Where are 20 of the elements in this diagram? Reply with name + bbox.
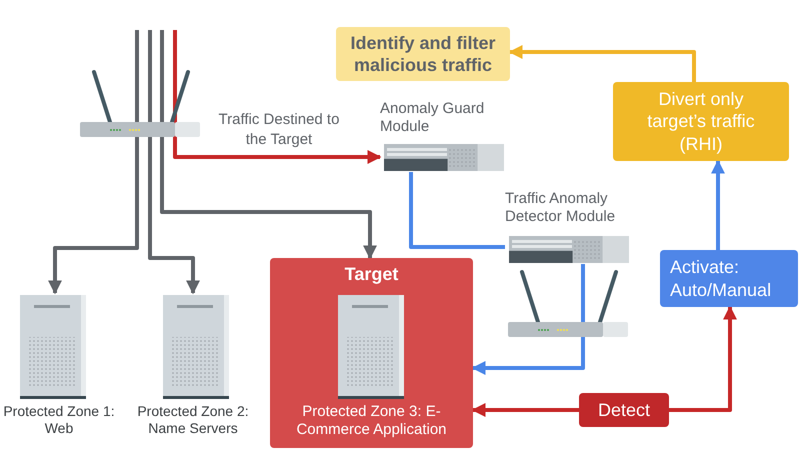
arrow — [508, 45, 696, 82]
arrow — [472, 403, 579, 417]
device-label: Traffic Anomaly Detector Module — [505, 190, 616, 226]
arrow — [711, 160, 725, 250]
arrow — [48, 30, 139, 294]
arrow — [669, 306, 737, 412]
panel-title: Target — [344, 264, 400, 286]
arrow — [173, 30, 382, 164]
target-panel — [270, 258, 473, 448]
arrow — [472, 264, 585, 375]
status-box: Detect — [579, 393, 669, 427]
action-box: Activate: Auto/Manual — [660, 250, 798, 307]
zone-label: Protected Zone 1: Web — [2, 403, 116, 437]
arrow — [160, 30, 377, 260]
note-box: Identify and filter malicious traffic — [336, 27, 510, 81]
action-box: Divert only target’s traffic (RHI) — [613, 82, 789, 161]
arrow — [148, 30, 200, 294]
zone-label: Protected Zone 3: E-Commerce Application — [295, 403, 448, 439]
zone-label: Protected Zone 2: Name Servers — [136, 403, 250, 437]
device-label: Anomaly Guard Module — [380, 100, 486, 136]
